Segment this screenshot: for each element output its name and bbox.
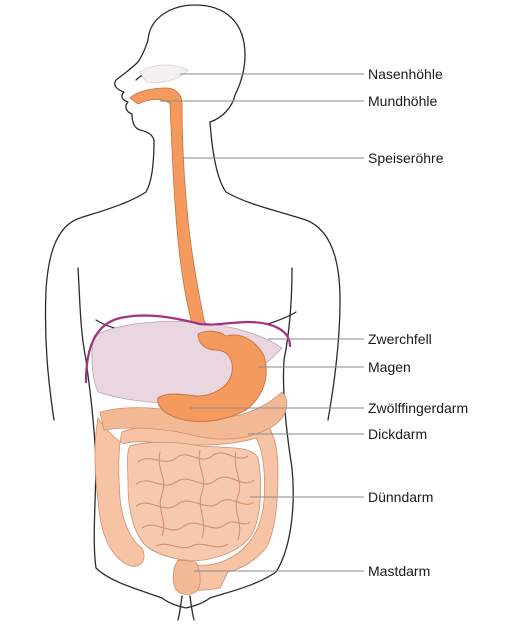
label-oral-cavity: Mundhöhle — [368, 93, 437, 109]
label-duodenum: Zwölffingerdarm — [368, 400, 468, 416]
label-rectum: Mastdarm — [368, 563, 430, 579]
label-nasal-cavity: Nasenhöhle — [368, 66, 443, 82]
label-esophagus: Speiseröhre — [368, 150, 444, 166]
label-colon: Dickdarm — [368, 426, 427, 442]
label-small-intestine: Dünndarm — [368, 489, 433, 505]
label-stomach: Magen — [368, 359, 411, 375]
rectum-shape — [173, 560, 200, 595]
small-intestine-shape — [128, 442, 261, 560]
label-diaphragm: Zwerchfell — [368, 331, 432, 347]
esophagus-shape — [130, 88, 212, 338]
